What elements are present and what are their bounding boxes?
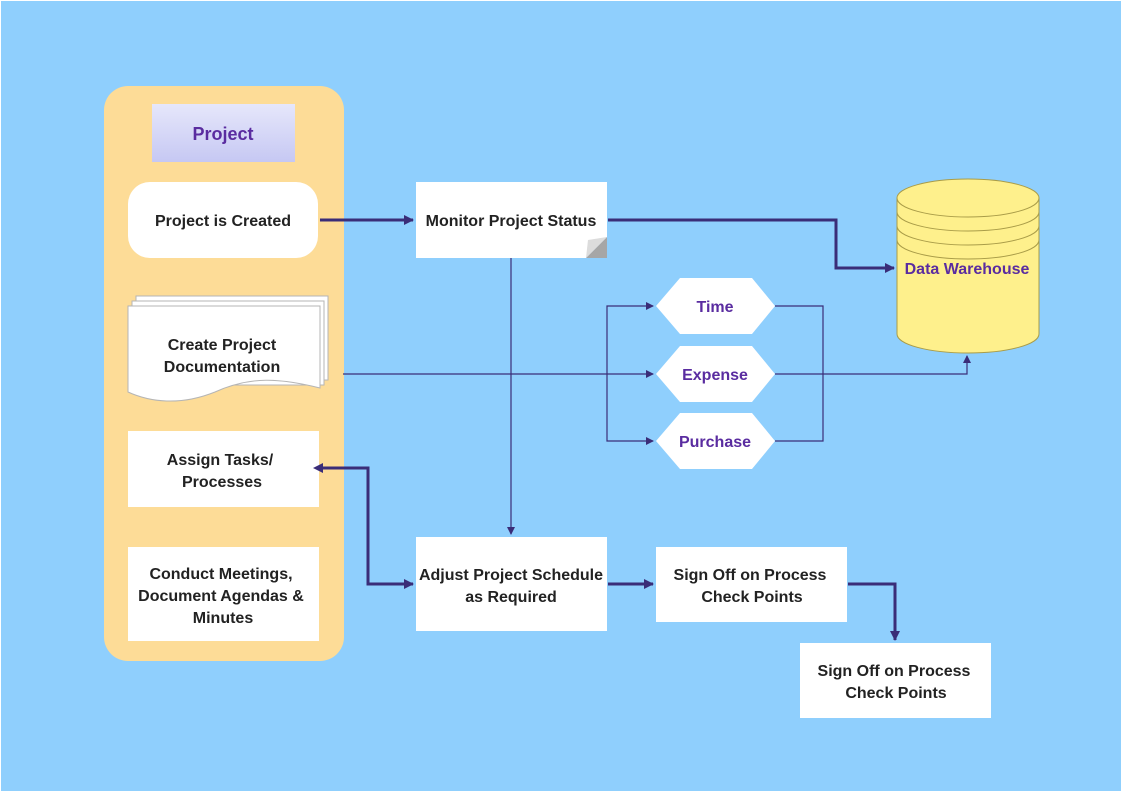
signoff-node-1[interactable]: Sign Off on Process Check Points	[656, 547, 847, 622]
conduct-meetings-line-3: Minutes	[193, 610, 254, 627]
create-documentation-line-2: Documentation	[164, 359, 280, 376]
conduct-meetings-node[interactable]: Conduct Meetings, Document Agendas & Min…	[128, 547, 319, 641]
connector-assign-adjust	[313, 463, 414, 589]
conduct-meetings-line-1: Conduct Meetings,	[149, 566, 292, 583]
signoff-1-line-1: Sign Off on Process	[674, 567, 827, 584]
category-purchase[interactable]: Purchase	[656, 413, 775, 469]
data-warehouse-label: Data Warehouse	[905, 261, 1030, 278]
connector-branch-time	[606, 302, 654, 374]
category-time-label: Time	[696, 299, 733, 316]
project-created-node[interactable]: Project is Created	[128, 182, 318, 258]
create-documentation-node[interactable]: Create Project Documentation	[127, 295, 329, 402]
connector-time-out	[775, 305, 824, 374]
monitor-status-label: Monitor Project Status	[426, 213, 597, 230]
project-header: Project	[152, 104, 295, 162]
category-expense-label: Expense	[682, 367, 748, 384]
create-documentation-line-1: Create Project	[168, 337, 277, 354]
category-purchase-label: Purchase	[679, 434, 751, 451]
signoff-1-line-2: Check Points	[701, 589, 802, 606]
category-time[interactable]: Time	[656, 278, 775, 334]
assign-tasks-line-2: Processes	[182, 474, 262, 491]
connector-expense-to-warehouse	[775, 355, 971, 375]
conduct-meetings-line-2: Document Agendas &	[138, 588, 304, 605]
connector-signoff-to-signoff	[848, 582, 900, 641]
connector-monitor-to-warehouse	[608, 218, 895, 273]
project-header-label: Project	[192, 124, 253, 144]
assign-tasks-line-1: Assign Tasks/	[167, 452, 274, 469]
adjust-schedule-line-2: as Required	[465, 589, 557, 606]
signoff-2-line-2: Check Points	[845, 685, 946, 702]
connector-purchase-out	[775, 374, 824, 442]
monitor-status-node[interactable]: Monitor Project Status	[416, 182, 607, 258]
connector-branch-purchase	[606, 374, 654, 445]
signoff-node-2[interactable]: Sign Off on Process Check Points	[800, 643, 991, 718]
assign-tasks-node[interactable]: Assign Tasks/ Processes	[128, 431, 319, 507]
project-created-label: Project is Created	[155, 213, 291, 230]
adjust-schedule-line-1: Adjust Project Schedule	[419, 567, 603, 584]
data-warehouse-node[interactable]: Data Warehouse	[896, 178, 1040, 354]
adjust-schedule-node[interactable]: Adjust Project Schedule as Required	[416, 537, 607, 631]
category-expense[interactable]: Expense	[656, 346, 775, 402]
signoff-2-line-1: Sign Off on Process	[818, 663, 971, 680]
